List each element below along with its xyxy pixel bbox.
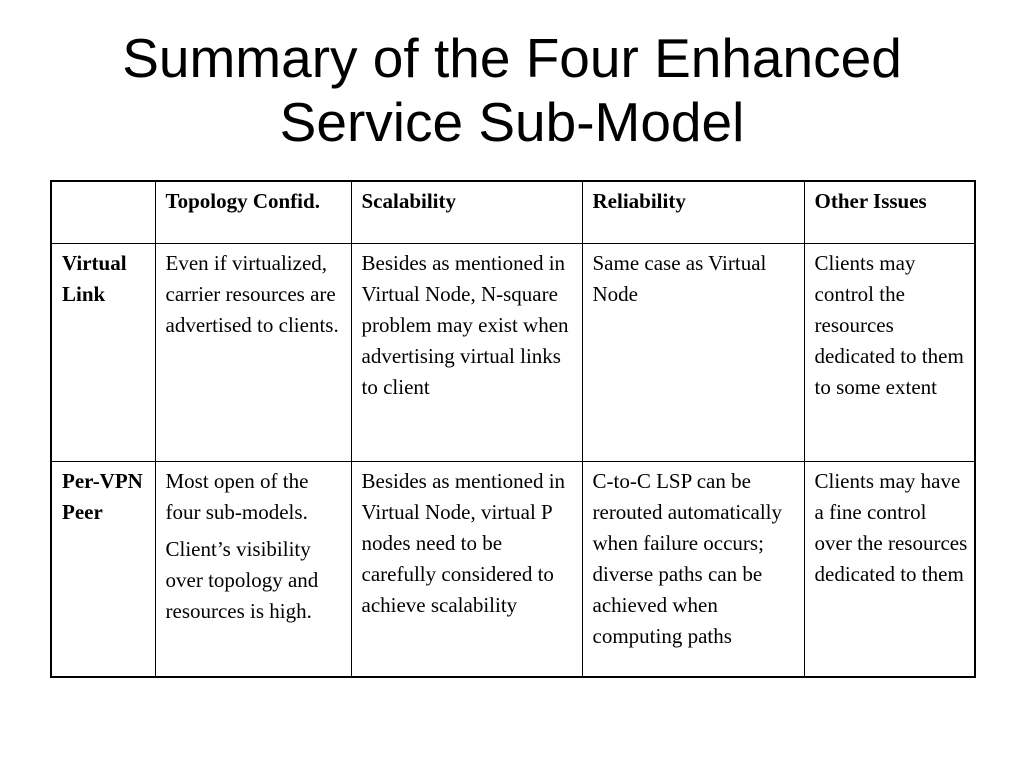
header-cell-reliability: Reliability bbox=[581, 180, 805, 244]
cell-other-issues: Clients may control the resources dedica… bbox=[803, 242, 976, 462]
summary-table: Topology Confid. Scalability Reliability… bbox=[50, 180, 976, 678]
cell-paragraph: Client’s visibility over topology and re… bbox=[165, 536, 319, 623]
row-label-virtual-link: Virtual Link bbox=[50, 242, 156, 462]
slide-title-line-1: Summary of the Four Enhanced bbox=[122, 27, 902, 89]
header-cell-topology: Topology Confid. bbox=[154, 180, 352, 244]
slide-title-line-2: Service Sub-Model bbox=[279, 91, 745, 153]
cell-scalability: Besides as mentioned in Virtual Node, vi… bbox=[350, 460, 583, 678]
cell-topology: Even if virtualized, carrier resources a… bbox=[154, 242, 352, 462]
table-row: Virtual Link Even if virtualized, carrie… bbox=[50, 242, 976, 462]
row-label-per-vpn-peer: Per-VPN Peer bbox=[50, 460, 156, 678]
cell-other-issues: Clients may have a fine control over the… bbox=[803, 460, 976, 678]
cell-paragraph: Most open of the four sub-models. bbox=[165, 468, 309, 524]
header-cell-empty bbox=[50, 180, 156, 244]
table-row: Per-VPN Peer Most open of the four sub-m… bbox=[50, 460, 976, 678]
header-cell-scalability: Scalability bbox=[350, 180, 583, 244]
cell-reliability: C-to-C LSP can be rerouted automatically… bbox=[581, 460, 805, 678]
cell-reliability: Same case as Virtual Node bbox=[581, 242, 805, 462]
header-cell-other-issues: Other Issues bbox=[803, 180, 976, 244]
slide-title: Summary of the Four Enhanced Service Sub… bbox=[0, 26, 1024, 154]
cell-scalability: Besides as mentioned in Virtual Node, N-… bbox=[350, 242, 583, 462]
cell-topology: Most open of the four sub-models. Client… bbox=[154, 460, 352, 678]
table-header-row: Topology Confid. Scalability Reliability… bbox=[50, 180, 976, 244]
